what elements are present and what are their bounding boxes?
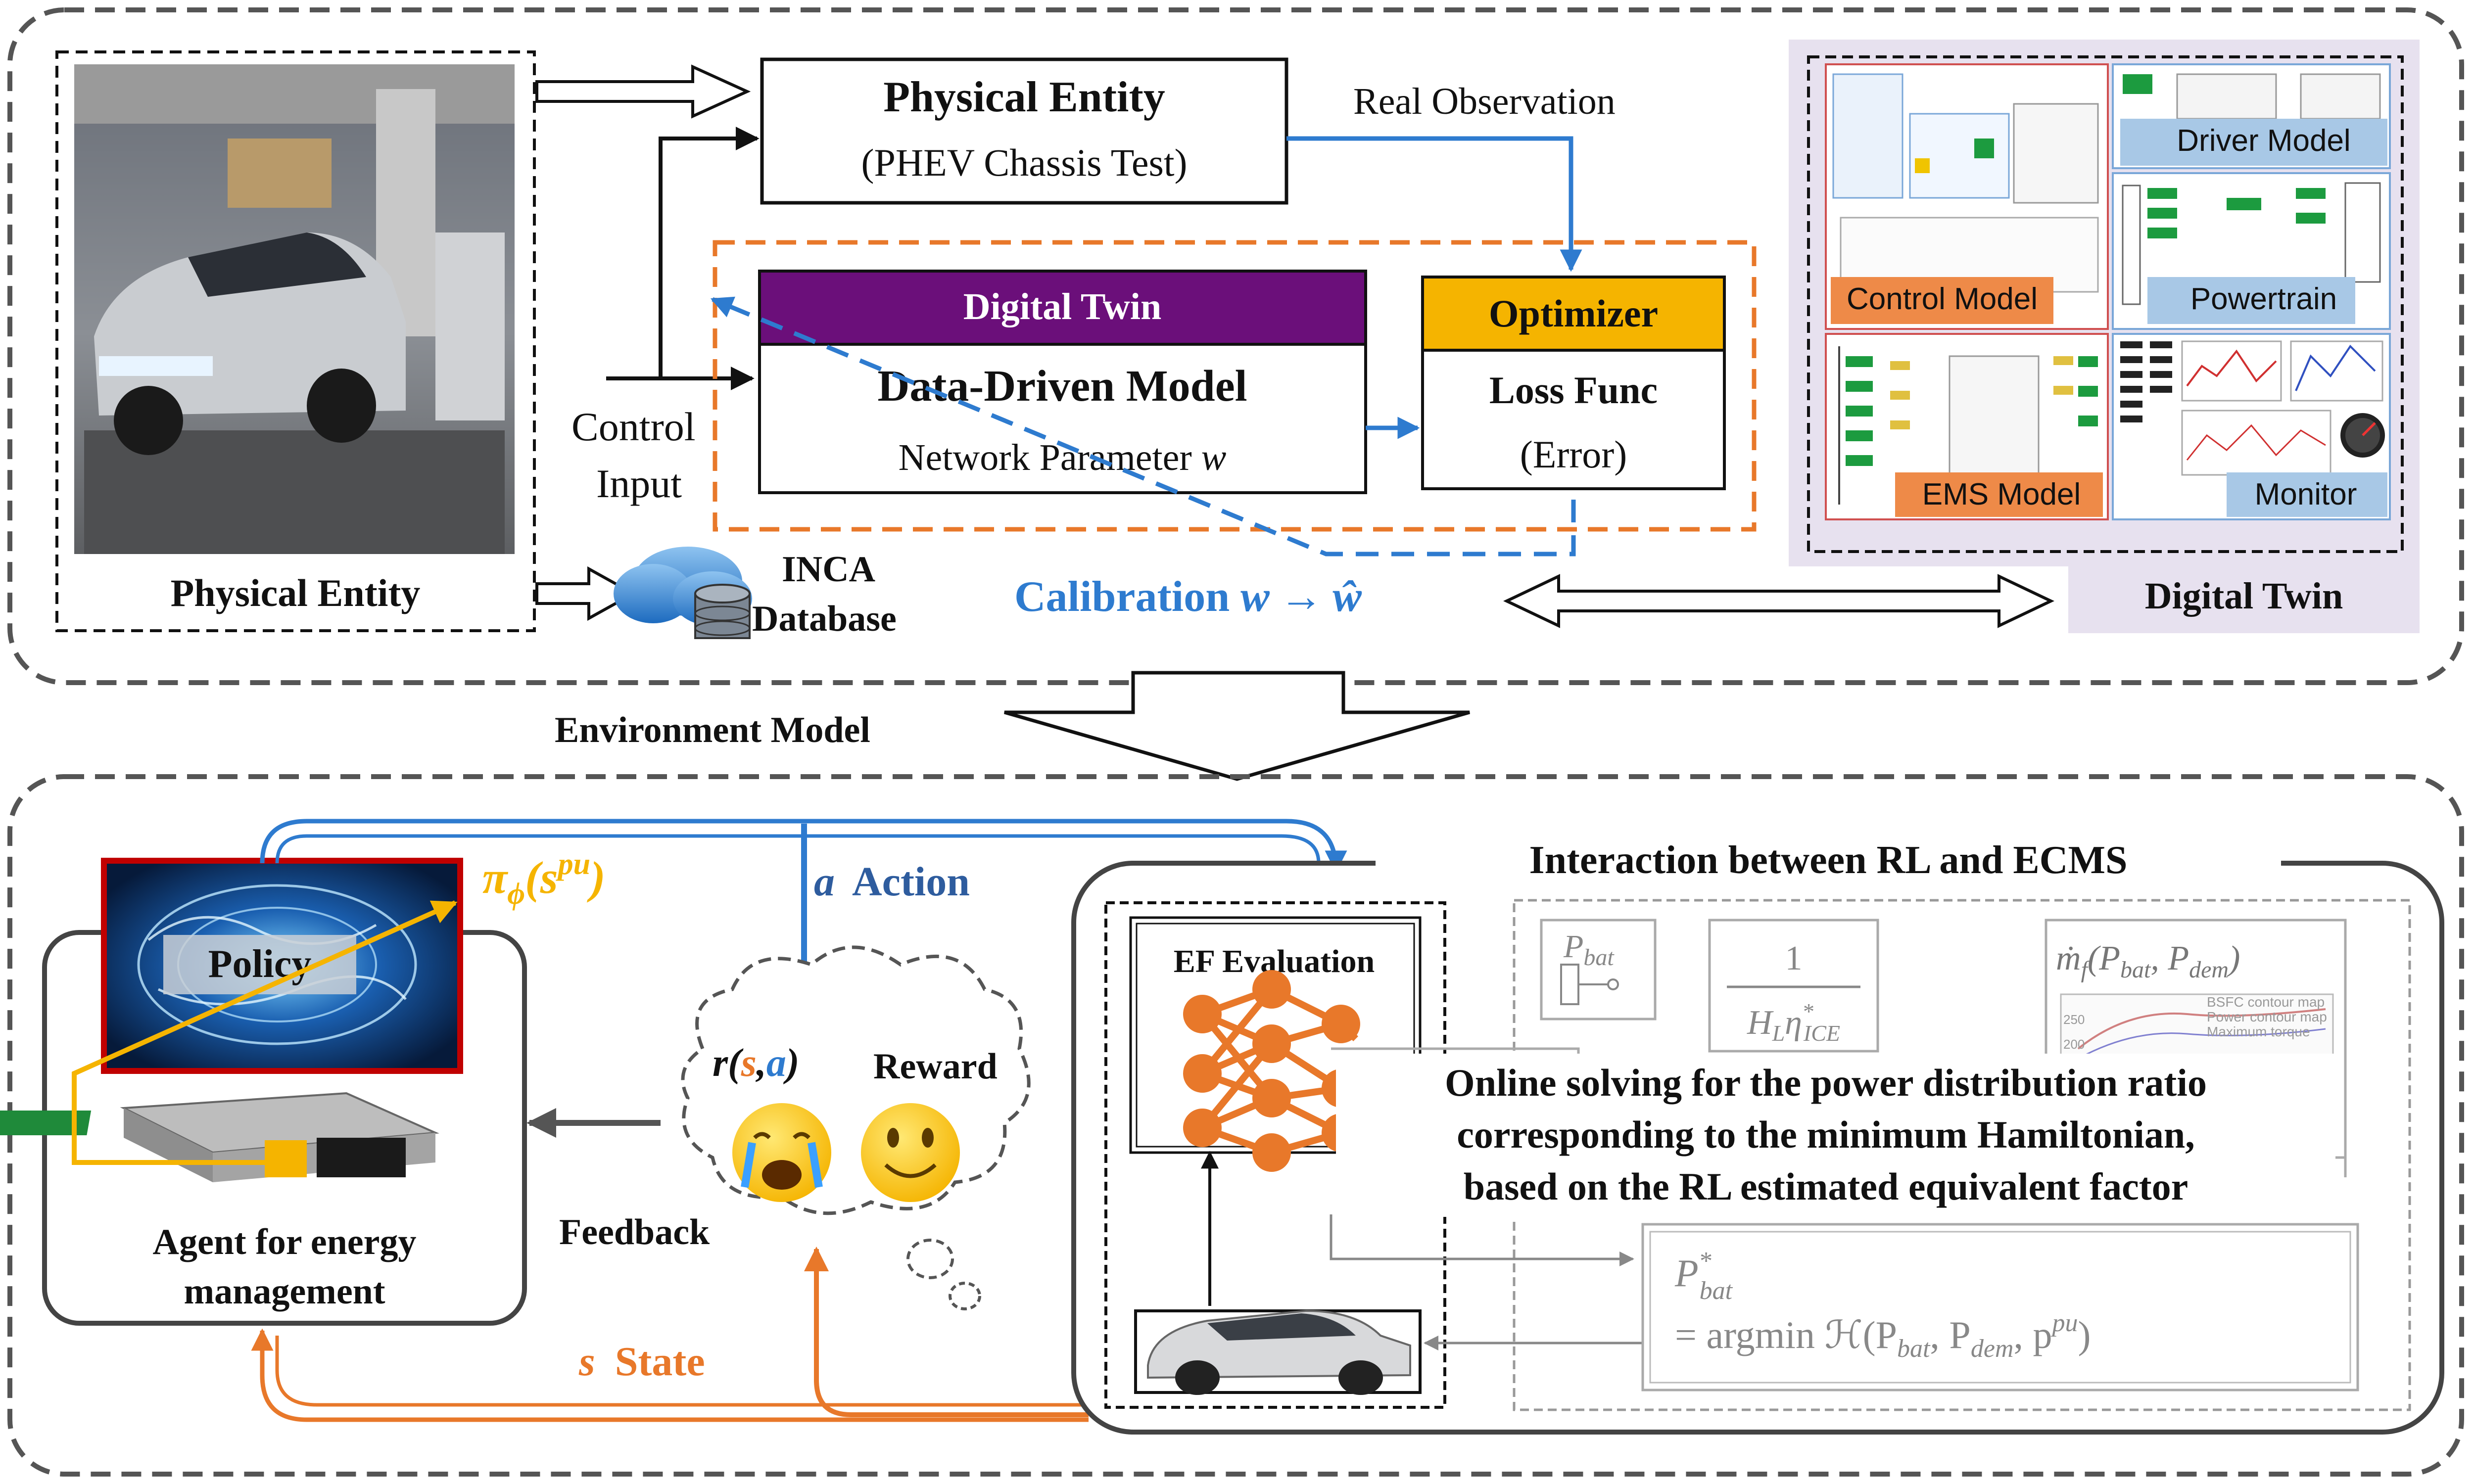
fraction-numerator: 1: [1785, 939, 1803, 977]
fraction-denominator: HLη*ICE: [1747, 999, 1840, 1046]
agent-label-line1: Agent for energy: [153, 1222, 417, 1262]
hollow-arrow-photo-to-physical: [535, 64, 751, 119]
digital-twin-caption: Digital Twin: [2145, 575, 2343, 617]
twin-subpanel-monitor: [2112, 333, 2391, 520]
control-input-line: [606, 127, 760, 380]
state-arrow-to-reward: [804, 1247, 1089, 1417]
argmin-box-inner: [1649, 1231, 2351, 1384]
state-arrow-to-agent: [251, 1328, 1089, 1422]
calibration-feedback-arrow: [710, 296, 1576, 556]
twin-label-control-model: Control Model: [1847, 282, 2038, 316]
inca-label-line2: Database: [752, 599, 897, 639]
photo-label: Physical Entity: [171, 571, 421, 614]
argmin-box: [1641, 1223, 2359, 1391]
physical-entity-subtitle: (PHEV Chassis Test): [861, 141, 1187, 184]
twin-label-powertrain: Powertrain: [2190, 282, 2337, 316]
fuel-rate-expression: ṁf(Pbat, Pdem): [2056, 939, 2240, 983]
twin-label-ems-model: EMS Model: [1922, 477, 2081, 511]
crying-face-icon: [732, 1103, 831, 1202]
bottom-section-frame: [7, 774, 2464, 1477]
calibration-label: Calibration w→ŵ: [1014, 573, 1362, 621]
map-tick-200: 200: [2063, 1037, 2085, 1052]
network-parameter-text: Network Parameter w: [899, 437, 1227, 478]
reward-expression: r(s,a): [713, 1041, 800, 1085]
cloud-database-icon: [614, 547, 752, 639]
online-solving-line2: corresponding to the minimum Hamiltonian…: [1457, 1113, 2194, 1156]
vehicle-image: [1147, 1309, 1411, 1395]
battery-symbol-label: Pbat: [1563, 928, 1615, 971]
data-driven-model-box: [758, 343, 1367, 494]
digital-twin-region: [713, 240, 1757, 532]
action-arrow-inner: [275, 834, 1321, 864]
environment-down-arrow: [1004, 671, 1470, 781]
online-to-argmin-arrow: [1330, 1214, 1634, 1266]
twin-label-driver-model: Driver Model: [2177, 124, 2350, 158]
feedback-label: Feedback: [559, 1212, 710, 1252]
physical-entity-title: Physical Entity: [883, 73, 1165, 121]
policy-function-label: πϕ(spu): [482, 847, 606, 911]
agent-label-line2: management: [184, 1271, 385, 1312]
digital-twin-panel-frame: [1807, 55, 2404, 553]
gold-square-marker: [265, 1140, 307, 1177]
smiling-face-icon: [861, 1103, 960, 1202]
environment-model-label: Environment Model: [555, 710, 870, 750]
ecu-controller-image: [0, 1092, 439, 1182]
argmin-lhs: P*bat: [1674, 1247, 1733, 1305]
loss-function-sub: (Error): [1520, 433, 1627, 476]
online-solving-line3: based on the RL estimated equivalent fac…: [1464, 1165, 2189, 1208]
policy-label: Policy: [208, 942, 312, 986]
digital-twin-caption-bg: [2068, 566, 2420, 633]
loss-function-title: Loss Func: [1489, 369, 1658, 412]
twin-subpanel-control-model: [1825, 63, 2109, 330]
double-hollow-arrow: [1503, 574, 2054, 628]
twin-subpanel-powertrain: [2112, 172, 2391, 330]
state-arrow-to-agent-inner: [275, 1336, 1089, 1407]
data-driven-model-title: Data-Driven Model: [877, 362, 1247, 411]
control-input-line1: Control: [571, 404, 696, 449]
argmin-rhs: = argmin ℋ(Pbat, Pdem, ppu): [1675, 1309, 2091, 1363]
control-input-line2: Input: [596, 461, 682, 506]
twin-subpanel-ems-model: [1825, 333, 2109, 520]
interaction-title: Interaction between RL and ECMS: [1529, 838, 2128, 882]
twin-subpanel-driver-model: [2112, 63, 2391, 169]
real-observation-label: Real Observation: [1353, 81, 1616, 122]
reward-label: Reward: [873, 1046, 998, 1087]
map-legend-1: BSFC contour map: [2207, 994, 2325, 1010]
thought-bubble-1: [906, 1239, 954, 1279]
real-observation-arrow: [1286, 136, 1582, 272]
action-arrow-outer: [260, 819, 1347, 873]
online-solving-bg: [1336, 1054, 2335, 1217]
online-solving-line1: Online solving for the power distributio…: [1445, 1061, 2207, 1104]
loss-function-box: [1421, 349, 1726, 490]
optimizer-header-text: Optimizer: [1489, 292, 1658, 335]
thought-bubble-2: [949, 1282, 981, 1310]
hollow-arrow-photo-to-cloud: [535, 566, 637, 621]
interaction-title-bg: [1376, 841, 2281, 885]
digital-twin-header-text: Digital Twin: [963, 286, 1161, 327]
map-legend-2: Power contour map: [2207, 1009, 2327, 1024]
map-tick-250: 250: [2063, 1012, 2085, 1027]
twin-label-monitor: Monitor: [2255, 477, 2357, 511]
physical-entity-photo: [74, 64, 515, 554]
physical-entity-box: [760, 57, 1288, 205]
battery-symbol-box: [1540, 919, 1657, 1020]
policy-gold-arrow: [72, 900, 458, 1165]
inca-label-line1: INCA: [782, 549, 875, 590]
ef-evaluation-frame: [1104, 901, 1446, 1409]
map-legend-3: Maximum torque: [2207, 1024, 2310, 1039]
